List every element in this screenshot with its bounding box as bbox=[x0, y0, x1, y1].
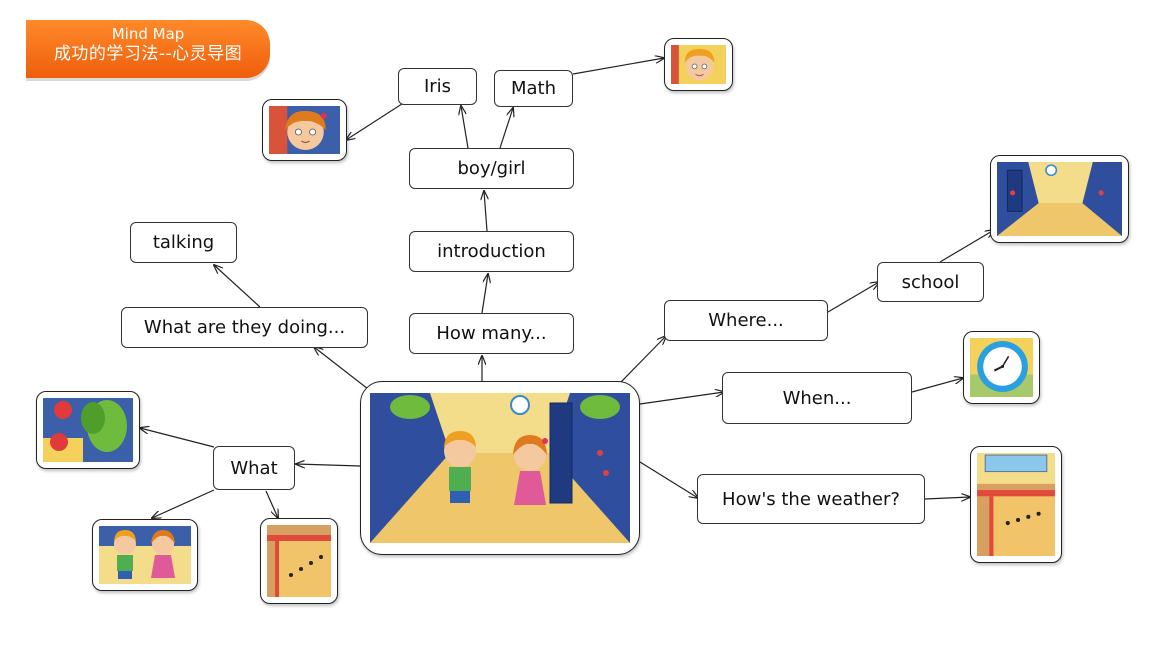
arrow-how-many-introduction bbox=[481, 274, 488, 314]
arrow-iris-girl-picture bbox=[346, 101, 406, 140]
school-hallway-scene bbox=[360, 381, 640, 555]
arrow-what-ants-picture bbox=[265, 490, 278, 518]
clock-picture bbox=[963, 331, 1040, 404]
boy-and-girl-picture bbox=[92, 519, 198, 591]
arrow-math-boy-picture bbox=[572, 58, 664, 75]
arrow-center-when bbox=[639, 392, 724, 405]
arrow-school-hallway-picture bbox=[939, 230, 994, 263]
arrow-what-kids-picture bbox=[152, 489, 215, 518]
boy-face-picture bbox=[664, 38, 733, 91]
node-school: school bbox=[877, 262, 984, 302]
arrow-where-school bbox=[827, 282, 879, 313]
arrow-boy-girl-iris bbox=[461, 106, 469, 149]
arrow-center-what-doing bbox=[314, 347, 369, 390]
arrow-weather-window-picture bbox=[924, 497, 970, 499]
node-how-many: How many... bbox=[409, 313, 574, 354]
banner-title: Mind Map bbox=[111, 25, 185, 43]
window-and-path-picture bbox=[970, 446, 1062, 563]
banner-subtitle: 成功的学习法--心灵导图 bbox=[53, 44, 243, 64]
girl-face-picture bbox=[262, 99, 347, 161]
arrow-when-clock-picture bbox=[911, 378, 963, 393]
arrow-what-doing-talking bbox=[214, 265, 261, 308]
node-weather: How's the weather? bbox=[697, 474, 925, 524]
node-what: What bbox=[213, 446, 295, 490]
node-when: When... bbox=[722, 372, 912, 424]
node-what-are-they-doing: What are they doing... bbox=[121, 307, 368, 348]
arrow-what-apple-picture bbox=[140, 428, 215, 448]
apple-tree-picture bbox=[36, 391, 140, 469]
node-introduction: introduction bbox=[409, 231, 574, 272]
node-talking: talking bbox=[130, 222, 237, 263]
node-boy-girl: boy/girl bbox=[409, 148, 574, 189]
node-iris: Iris bbox=[398, 68, 477, 105]
arrow-introduction-boy-girl bbox=[484, 191, 487, 232]
arrow-center-where bbox=[620, 336, 666, 383]
mind-map-banner: Mind Map 成功的学习法--心灵导图 bbox=[26, 20, 270, 78]
ants-on-path-picture bbox=[260, 518, 338, 604]
arrow-boy-girl-math bbox=[499, 108, 513, 149]
arrow-center-weather bbox=[639, 461, 698, 498]
node-math: Math bbox=[494, 70, 573, 107]
arrow-center-what bbox=[296, 464, 361, 466]
school-hallway-picture bbox=[990, 155, 1129, 243]
node-where: Where... bbox=[664, 300, 828, 341]
